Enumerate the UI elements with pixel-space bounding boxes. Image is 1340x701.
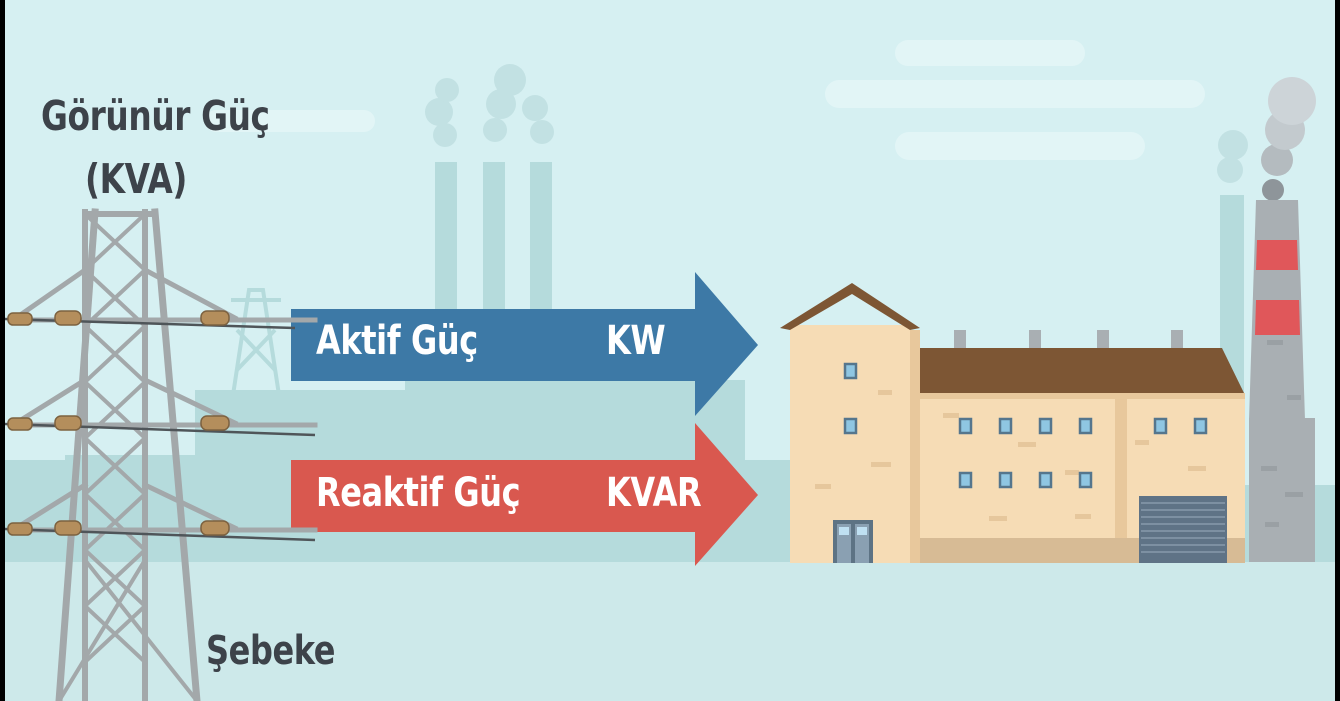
smoking-chimney-icon [1249,77,1316,562]
illustration: Görünür Güç (KVA) Aktif Güç KW Reaktif G… [5,0,1335,701]
power-scene [5,0,1335,701]
reactive-power-label: Reaktif Güç [316,470,521,516]
reactive-power-unit: KVAR [606,470,702,516]
active-power-label: Aktif Güç [316,318,478,364]
ground [5,562,1335,701]
transmission-tower-icon [5,208,318,701]
factory [780,77,1316,563]
background-pylon [231,288,281,396]
insulators [7,310,230,536]
apparent-power-unit: (KVA) [85,155,187,203]
background-smoke [425,64,1248,183]
active-power-unit: KW [606,318,666,364]
grid-label: Şebeke [206,628,336,674]
active-power-arrow [291,272,758,416]
apparent-power-title: Görünür Güç [41,92,270,140]
reactive-power-arrow [291,423,758,566]
clouds [205,40,1205,160]
